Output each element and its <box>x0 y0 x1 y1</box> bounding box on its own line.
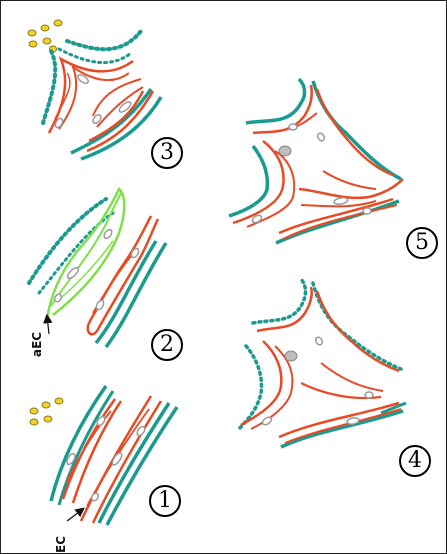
ec-label: EC <box>54 536 68 553</box>
stage-2-number: 2 <box>151 329 183 361</box>
stage-5-vessel <box>229 79 403 243</box>
stage-1-vessel: EC <box>30 386 177 553</box>
aec-label: aEC <box>30 332 44 357</box>
stage-4-number: 4 <box>399 445 431 477</box>
yellow-cells-top <box>28 20 62 52</box>
stage-3-number: 3 <box>151 137 183 169</box>
stage-2-vessel: aEC <box>29 189 166 357</box>
stage-5-number: 5 <box>406 227 438 259</box>
stage-1-number: 1 <box>149 485 181 517</box>
stage-3-vessel <box>28 20 161 159</box>
yellow-cells-bottom <box>30 398 63 425</box>
stage-4-vessel <box>239 279 406 447</box>
